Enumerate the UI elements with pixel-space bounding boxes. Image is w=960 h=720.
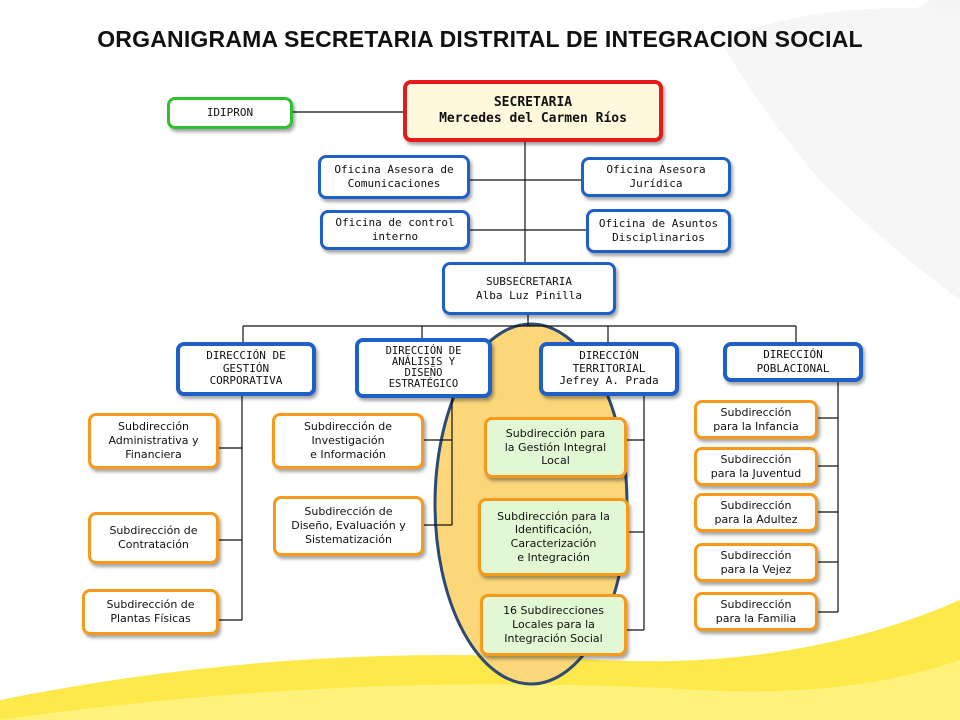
- subdireccion-administrativa-line: Financiera: [125, 447, 182, 461]
- direccion-analisis-line: ANÁLISIS Y: [391, 355, 456, 368]
- subdireccion-identificacion-line: Caracterización: [510, 537, 597, 550]
- oficina-disciplinarios-line: Oficina de Asuntos: [598, 217, 719, 231]
- direccion-gestion-line: DIRECCIÓN DE: [206, 349, 286, 363]
- subdireccion-administrativa-line: Subdirección: [118, 420, 189, 434]
- oficina-comunicaciones-line: Oficina Asesora de: [334, 163, 454, 177]
- direccion-territorial-line: DIRECCIÓN: [579, 349, 639, 363]
- subdireccion-identificacion-line: Identificación,: [514, 523, 593, 537]
- oficina-control-line: Oficina de control: [335, 216, 455, 230]
- oficina-juridica-line: Oficina Asesora: [606, 163, 706, 177]
- subdireccion-investigacion-line: Investigación: [311, 434, 385, 448]
- subdireccion-diseno-line: Sistematización: [304, 532, 392, 546]
- subdireccion-adultez-line: para la Adultez: [714, 512, 798, 526]
- direccion-analisis-line: DIRECCIÓN DE: [385, 344, 462, 357]
- subdireccion-plantas-line: Plantas Físicas: [110, 612, 191, 625]
- secretaria-title: SECRETARIA: [493, 94, 573, 110]
- subsecretaria-title: SUBSECRETARIA: [485, 274, 573, 288]
- subdireccion-contratacion-line: Subdirección de: [109, 524, 198, 538]
- direccion-gestion-line: CORPORATIVA: [209, 374, 283, 388]
- subdirecciones-locales-line: 16 Subdirecciones: [503, 604, 604, 618]
- subdireccion-contratacion-line: Contratación: [118, 538, 189, 551]
- subdireccion-adultez-line: Subdirección: [720, 498, 792, 512]
- subdireccion-gestion-local-line: Subdirección para: [505, 426, 606, 440]
- subdireccion-diseno-line: Diseño, Evaluación y: [291, 519, 406, 533]
- subdireccion-gestion-local-line: Local: [541, 454, 570, 468]
- oficina-control-line: interno: [371, 230, 419, 243]
- secretaria-name: Mercedes del Carmen Ríos: [439, 111, 627, 126]
- direccion-territorial-line: TERRITORIAL: [572, 361, 646, 375]
- subdireccion-administrativa-line: Administrativa y: [108, 434, 199, 448]
- direccion-territorial-line: Jefrey A. Prada: [559, 374, 659, 388]
- subdireccion-familia-line: para la Familia: [715, 611, 797, 625]
- page-title: ORGANIGRAMA SECRETARIA DISTRITAL DE INTE…: [97, 26, 863, 52]
- subdireccion-diseno-line: Subdirección de: [304, 505, 393, 519]
- subdireccion-vejez-line: para la Vejez: [720, 562, 792, 576]
- subdireccion-gestion-local-line: la Gestión Integral: [504, 440, 607, 454]
- direccion-analisis-line: ESTRATÉGICO: [388, 378, 459, 391]
- subdirecciones-locales-line: Integración Social: [504, 631, 603, 645]
- direccion-analisis-line: DISEÑO: [404, 367, 443, 379]
- subdireccion-investigacion-line: Subdirección de: [303, 420, 393, 434]
- subdireccion-identificacion-line: e Integración: [517, 550, 590, 564]
- direccion-poblacional-line: DIRECCIÓN: [763, 348, 823, 362]
- subdireccion-plantas-line: Subdirección de: [106, 598, 195, 612]
- direccion-poblacional-line: POBLACIONAL: [756, 362, 830, 375]
- subdireccion-investigacion-line: e Información: [310, 447, 386, 461]
- subdireccion-juventud-line: Subdirección: [720, 452, 792, 466]
- direccion-gestion-line: GESTIÓN: [222, 361, 270, 375]
- idipron-box[interactable]: IDIPRON: [167, 97, 293, 129]
- subdireccion-identificacion-line: Subdirección para la: [497, 509, 610, 523]
- oficina-comunicaciones-line: Comunicaciones: [347, 177, 441, 190]
- subdireccion-vejez-line: Subdirección: [720, 548, 792, 562]
- subdireccion-familia-line: Subdirección: [720, 597, 792, 611]
- subdireccion-infancia-line: Subdirección: [720, 405, 792, 419]
- oficina-disciplinarios-line: Disciplinarios: [612, 231, 705, 244]
- idipron-label: IDIPRON: [206, 106, 254, 120]
- subsecretaria-name: Alba Luz Pinilla: [476, 288, 582, 302]
- subdirecciones-locales-line: Locales para la: [512, 618, 595, 632]
- oficina-juridica-line: Jurídica: [629, 177, 683, 190]
- subdireccion-infancia-line: para la Infancia: [713, 419, 799, 433]
- subdireccion-juventud-line: para la Juventud: [710, 466, 802, 480]
